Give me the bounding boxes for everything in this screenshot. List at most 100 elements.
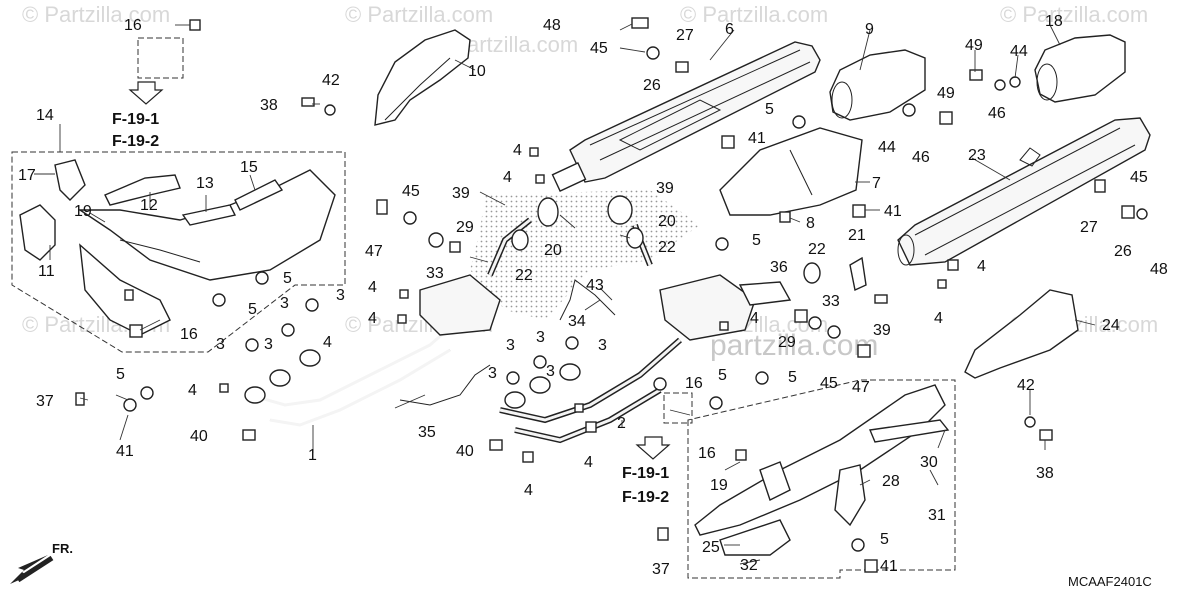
callout: 12 <box>140 197 158 214</box>
callout: 8 <box>806 215 815 232</box>
leader-lines <box>34 23 1096 565</box>
callout: 41 <box>748 130 766 147</box>
callout: 3 <box>216 336 225 353</box>
ref-label: F-19-2 <box>112 133 159 150</box>
callout: 24 <box>1102 317 1120 334</box>
callout: 39 <box>656 180 674 197</box>
callout: 4 <box>368 279 377 296</box>
callout: 48 <box>1150 261 1168 278</box>
callout: 20 <box>544 242 562 259</box>
callout: 23 <box>968 147 986 164</box>
reference-arrow-right <box>635 436 671 460</box>
callout: 13 <box>196 175 214 192</box>
callout: 19 <box>710 477 728 494</box>
callout: 47 <box>365 243 383 260</box>
callout: 46 <box>912 149 930 166</box>
callout: 45 <box>402 183 420 200</box>
callouts: 16 42 38 14 17 19 11 12 13 15 5 5 3 3 3 … <box>18 13 1168 578</box>
callout: 4 <box>323 334 332 351</box>
callout: 3 <box>536 329 545 346</box>
callout: 5 <box>765 101 774 118</box>
callout: 3 <box>546 363 555 380</box>
diagram-code: MCAAF2401C <box>1068 574 1152 589</box>
callout: 3 <box>264 336 273 353</box>
o2-sensor-wire <box>399 364 491 406</box>
callout: 42 <box>1017 377 1035 394</box>
exhaust-pipe-cover <box>964 289 1079 379</box>
callout: 35 <box>418 424 436 441</box>
callout: 3 <box>506 337 515 354</box>
callout: 49 <box>965 37 983 54</box>
callout: 17 <box>18 167 36 184</box>
callout: 45 <box>820 375 838 392</box>
callout: 4 <box>503 169 512 186</box>
callout: 4 <box>524 482 533 499</box>
callout: 5 <box>752 232 761 249</box>
callout: 5 <box>718 367 727 384</box>
callout: 45 <box>590 40 608 57</box>
callout: 41 <box>116 443 134 460</box>
callout: 44 <box>878 139 896 156</box>
front-label: FR. <box>52 541 73 556</box>
callout: 40 <box>190 428 208 445</box>
hardware <box>75 17 1148 573</box>
callout: 4 <box>188 382 197 399</box>
callout: 38 <box>260 97 278 114</box>
callout: 29 <box>778 334 796 351</box>
o2-sensor-wire <box>559 279 616 321</box>
callout: 10 <box>468 63 486 80</box>
callout: 5 <box>283 270 292 287</box>
callout: 46 <box>988 105 1006 122</box>
muffler-heat-shield <box>719 127 863 216</box>
ref-label: F-19-2 <box>622 489 669 506</box>
group-boxes <box>11 37 956 579</box>
watermark: © Partzilla.com <box>1000 2 1148 27</box>
callout: 48 <box>543 17 561 34</box>
callout: 18 <box>1045 13 1063 30</box>
front-direction-arrow: FR. <box>10 541 73 584</box>
callout: 1 <box>308 447 317 464</box>
callout: 39 <box>452 185 470 202</box>
left-protector-assembly <box>19 159 336 336</box>
callout: 30 <box>920 454 938 471</box>
callout: 28 <box>882 473 900 490</box>
callout: 16 <box>698 445 716 462</box>
callout: 43 <box>586 277 604 294</box>
watermark-center: partzilla.com <box>710 329 878 362</box>
callout: 16 <box>180 326 198 343</box>
rear-heat-shield <box>374 29 471 126</box>
callout: 41 <box>880 558 898 575</box>
callout: 16 <box>124 17 142 34</box>
callout: 20 <box>658 213 676 230</box>
callout: 15 <box>240 159 258 176</box>
callout: 3 <box>336 287 345 304</box>
callout: 6 <box>725 21 734 38</box>
callout: 27 <box>676 27 694 44</box>
callout: 22 <box>515 267 533 284</box>
callout: 7 <box>872 175 881 192</box>
callout: 4 <box>977 258 986 275</box>
callout: 3 <box>280 295 289 312</box>
reference-arrow-left <box>128 81 164 105</box>
callout: 5 <box>880 531 889 548</box>
callout: 41 <box>884 203 902 220</box>
exhaust-pipe-right <box>499 274 792 444</box>
ref-label: F-19-1 <box>112 111 159 128</box>
callout: 25 <box>702 539 720 556</box>
callout: 47 <box>852 379 870 396</box>
callout: 16 <box>685 375 703 392</box>
callout: 34 <box>568 313 586 330</box>
callout: 21 <box>848 227 866 244</box>
muffler-end-cap-upper <box>829 49 926 121</box>
callout: 29 <box>456 219 474 236</box>
callout: 22 <box>808 241 826 258</box>
callout: 4 <box>934 310 943 327</box>
callout: 33 <box>426 265 444 282</box>
callout: 22 <box>658 239 676 256</box>
callout: 42 <box>322 72 340 89</box>
callout: 5 <box>788 369 797 386</box>
callout: 45 <box>1130 169 1148 186</box>
callout: 44 <box>1010 43 1028 60</box>
callout: 33 <box>822 293 840 310</box>
